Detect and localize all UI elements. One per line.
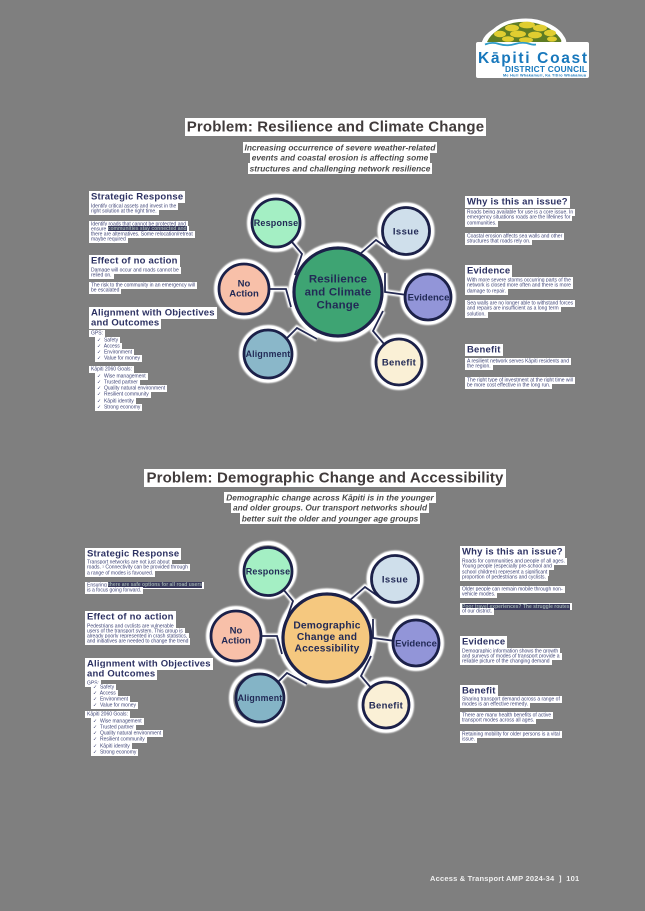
- svg-text:Change: Change: [317, 300, 360, 312]
- svg-text:Change and: Change and: [297, 632, 357, 643]
- svg-text:Benefit: Benefit: [382, 358, 417, 369]
- svg-text:Demographic: Demographic: [293, 621, 360, 632]
- svg-text:Evidence: Evidence: [408, 293, 450, 304]
- svg-text:Issue: Issue: [382, 575, 408, 586]
- svg-text:Response: Response: [254, 218, 299, 228]
- svg-text:No: No: [238, 279, 251, 290]
- svg-text:DISTRICT COUNCIL: DISTRICT COUNCIL: [505, 64, 587, 74]
- svg-text:Action: Action: [229, 289, 259, 300]
- svg-text:Accessibility: Accessibility: [295, 644, 360, 655]
- svg-text:Issue: Issue: [393, 227, 419, 238]
- svg-text:No: No: [230, 626, 243, 637]
- svg-text:Me Huri Whakamuri, Ka Titiro W: Me Huri Whakamuri, Ka Titiro Whakamua: [503, 74, 587, 78]
- svg-text:Alignment: Alignment: [246, 349, 291, 359]
- svg-text:Evidence: Evidence: [395, 639, 437, 650]
- svg-text:and Climate: and Climate: [305, 287, 372, 299]
- svg-text:Alignment: Alignment: [238, 693, 283, 703]
- svg-text:Benefit: Benefit: [369, 701, 404, 712]
- svg-text:Action: Action: [221, 636, 251, 647]
- svg-text:Response: Response: [246, 567, 291, 577]
- svg-text:Resilience: Resilience: [309, 274, 367, 286]
